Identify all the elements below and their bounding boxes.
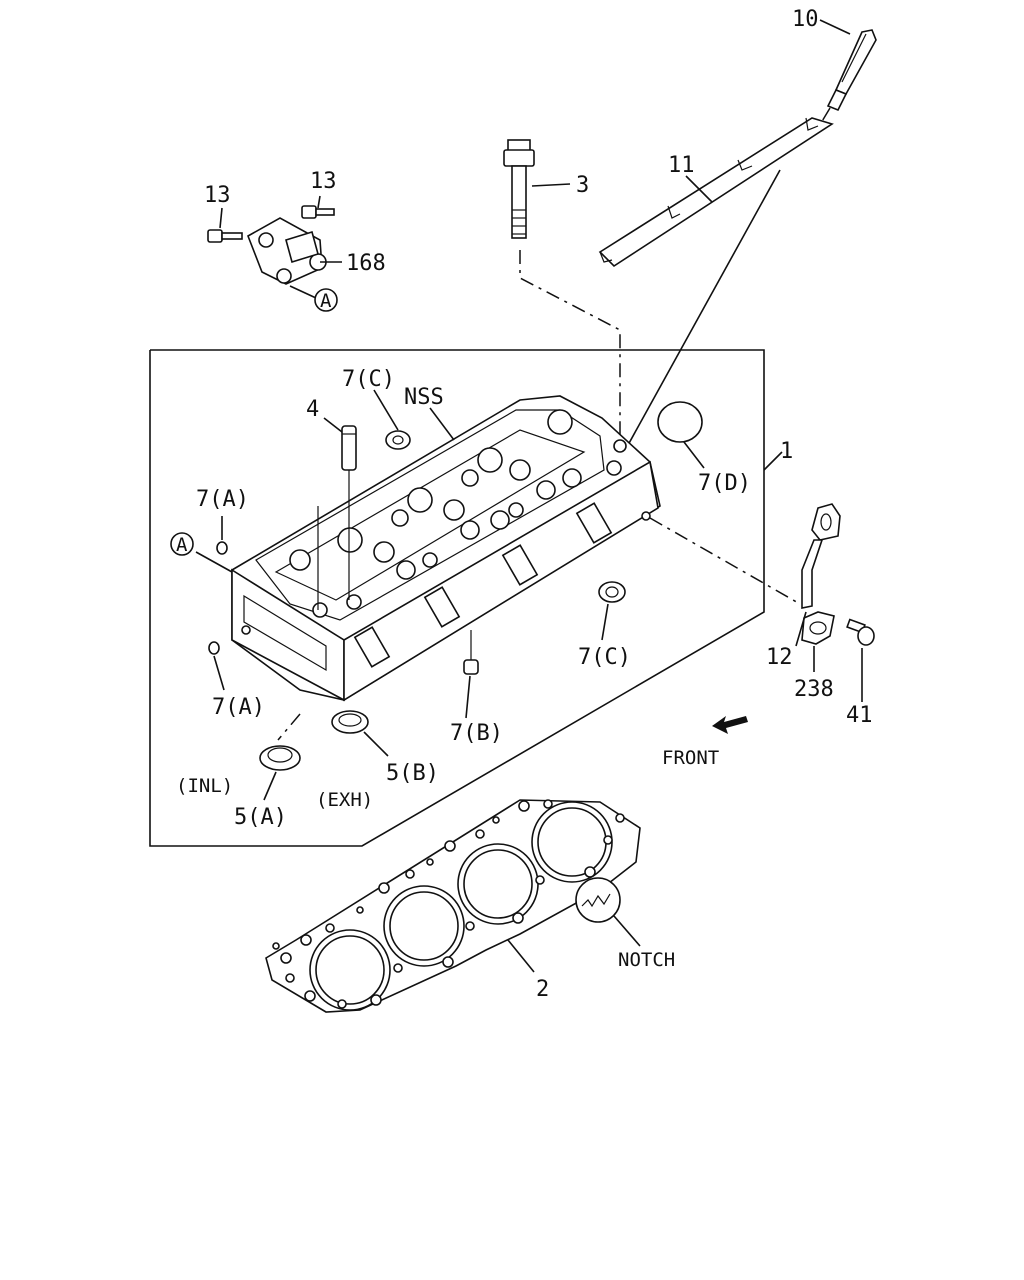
- label-part-238: 238: [794, 677, 834, 702]
- bracket-12: [801, 503, 841, 609]
- label-part-13-right: 13: [310, 169, 337, 194]
- bolt-13-right: [301, 205, 335, 219]
- bracket-leader: [649, 517, 801, 605]
- bolt-41: [846, 618, 875, 646]
- label-part-7c-right: 7(C): [578, 645, 631, 670]
- glow-plug: [817, 29, 877, 129]
- label-part-7b: 7(B): [450, 721, 503, 746]
- assembly-frame: [149, 349, 765, 847]
- label-front: FRONT: [662, 747, 719, 769]
- label-part-10: 10: [792, 7, 819, 32]
- connector-plate: [598, 117, 834, 268]
- label-part-7d: 7(D): [698, 471, 751, 496]
- bolt-13-left: [207, 229, 243, 243]
- valve-seat-5b: [331, 710, 369, 734]
- label-part-2: 2: [536, 977, 549, 1002]
- seal-7d: [657, 401, 703, 443]
- seal-7c-right: [598, 581, 626, 603]
- plate-leader: [611, 169, 781, 475]
- label-part-5a: 5(A): [234, 805, 287, 830]
- clip-238: [801, 611, 835, 645]
- label-circle-a-top: A: [320, 290, 332, 312]
- seal-7c-top: [385, 430, 411, 450]
- label-circle-a-left: A: [176, 534, 188, 556]
- notch-detail: [575, 877, 641, 947]
- label-part-5b: 5(B): [386, 761, 439, 786]
- plug-7a-bottom: [208, 641, 220, 655]
- front-arrow: [712, 716, 748, 734]
- plug-7b: [463, 630, 479, 675]
- engine-hanger-bracket: [247, 217, 327, 285]
- label-nss: NSS: [404, 385, 444, 410]
- label-part-13-left: 13: [204, 183, 231, 208]
- label-inl: (INL): [176, 775, 233, 797]
- label-part-3: 3: [576, 173, 589, 198]
- valve-seat-5a: [259, 713, 301, 771]
- label-part-12: 12: [766, 645, 793, 670]
- label-notch: NOTCH: [618, 949, 675, 971]
- head-gasket: [265, 799, 641, 1013]
- head-bolt: [503, 139, 535, 239]
- cylinder-head: [231, 395, 661, 702]
- reference-circle-a-top: [314, 288, 338, 312]
- bolt-leader: [519, 250, 621, 450]
- label-part-4: 4: [306, 397, 319, 422]
- plug-7a-top: [216, 541, 228, 555]
- label-part-7a-bottom: 7(A): [212, 695, 265, 720]
- leader-lines: [195, 19, 863, 973]
- valve-guide: [317, 425, 357, 610]
- label-part-11: 11: [668, 153, 695, 178]
- label-part-7c-top: 7(C): [342, 367, 395, 392]
- label-exh: (EXH): [316, 789, 373, 811]
- label-part-41: 41: [846, 703, 873, 728]
- label-part-168: 168: [346, 251, 386, 276]
- label-part-7a-top: 7(A): [196, 487, 249, 512]
- label-part-1: 1: [780, 439, 793, 464]
- reference-circle-a-left: [170, 532, 194, 556]
